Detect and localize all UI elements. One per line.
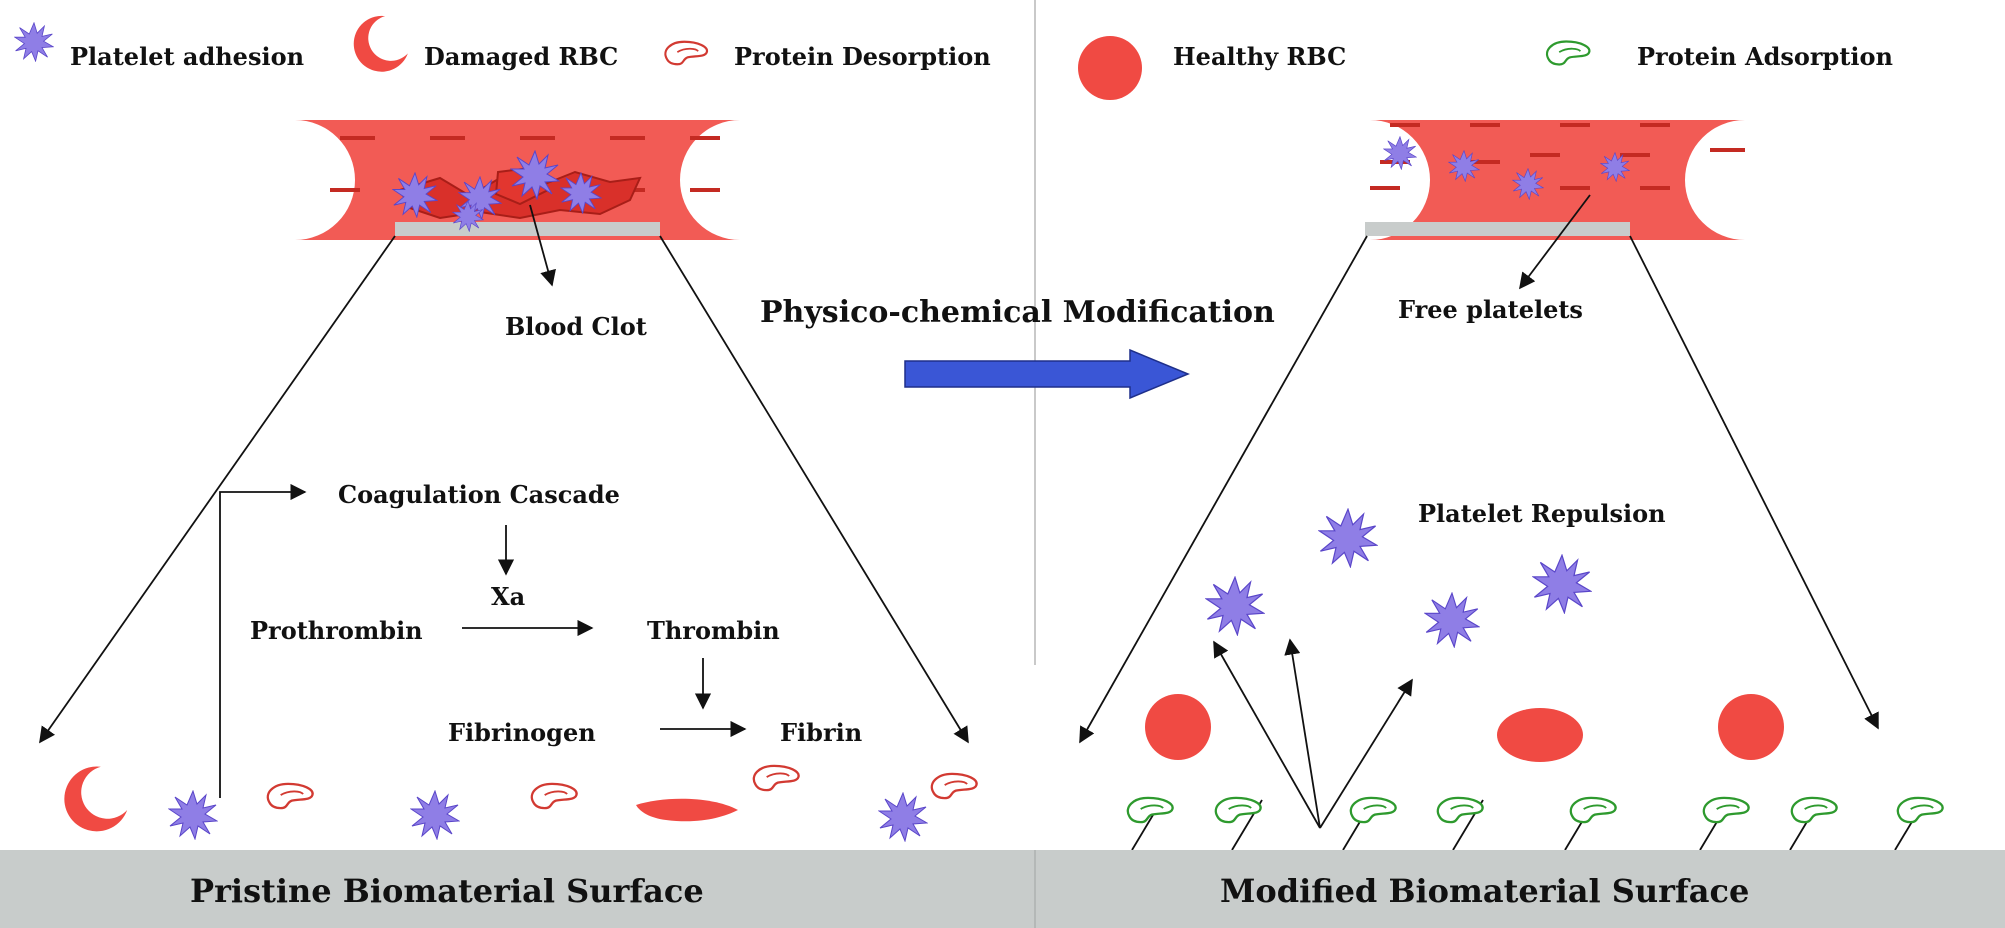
- healthy-rbc: [1497, 708, 1583, 762]
- prothrombin-label: Prothrombin: [250, 616, 423, 645]
- blood-clot-label: Blood Clot: [505, 312, 647, 341]
- repelled-platelet: [1532, 554, 1592, 614]
- repelled-platelet: [1318, 508, 1378, 568]
- fibrinogen-label: Fibrinogen: [448, 718, 596, 747]
- left-implant-strip: [395, 222, 660, 236]
- adsorbed-proteins: [1126, 796, 1944, 851]
- coagulation-cascade-label: Coagulation Cascade: [338, 480, 620, 509]
- adhered-platelet: [168, 790, 218, 840]
- legend-protein-adsorption: Protein Adsorption: [1637, 42, 1893, 71]
- legend-platelet-adhesion: Platelet adhesion: [70, 42, 304, 71]
- legend-protein-desorption: Protein Desorption: [734, 42, 991, 71]
- adhered-platelet: [410, 790, 460, 840]
- repelled-platelet: [1205, 576, 1265, 636]
- free-platelets-label: Free platelets: [1398, 295, 1583, 324]
- legend-damaged-rbc: Damaged RBC: [424, 42, 618, 71]
- damaged-rbc-sliver: [636, 798, 738, 822]
- protein-desorption-icon: [664, 40, 709, 66]
- blood-clot-mass: [392, 150, 642, 232]
- adhered-platelet: [878, 792, 928, 842]
- healthy-rbc: [1718, 694, 1784, 760]
- desorbed-protein: [752, 764, 800, 792]
- modification-label: Physico-chemical Modification: [760, 295, 1275, 330]
- desorbed-protein: [530, 782, 578, 810]
- pristine-surface-label: Pristine Biomaterial Surface: [190, 872, 704, 910]
- left-blood-vessel: [295, 120, 740, 240]
- repelled-platelet: [1424, 592, 1480, 648]
- healthy-rbc: [1145, 694, 1211, 760]
- repulsion-arrows: [1213, 638, 1413, 829]
- vessel-platelet: [1383, 136, 1417, 170]
- platelet-repulsion-label: Platelet Repulsion: [1418, 499, 1666, 528]
- right-zoom-lines: [1079, 194, 1879, 744]
- damaged-rbc: [64, 766, 128, 832]
- coagulation-pathway: [219, 483, 747, 798]
- platelet-icon: [14, 22, 54, 62]
- legend: Platelet adhesion Damaged RBC Protein De…: [14, 15, 1893, 100]
- desorbed-protein: [930, 772, 978, 800]
- modification-arrow: [904, 348, 1190, 400]
- protein-adsorption-icon: [1545, 40, 1591, 66]
- desorbed-protein: [266, 782, 314, 810]
- xa-label: Xa: [491, 582, 525, 611]
- right-implant-strip: [1365, 222, 1630, 236]
- fibrin-label: Fibrin: [780, 718, 862, 747]
- right-blood-vessel: [1365, 120, 1745, 240]
- thrombin-label: Thrombin: [647, 616, 780, 645]
- biomaterial-surface: [0, 850, 2005, 928]
- modified-surface-label: Modified Biomaterial Surface: [1220, 872, 1749, 910]
- left-zoom-lines: [39, 204, 969, 744]
- damaged-rbc-icon: [353, 15, 408, 72]
- healthy-rbc-icon: [1078, 36, 1142, 100]
- legend-healthy-rbc: Healthy RBC: [1173, 42, 1346, 71]
